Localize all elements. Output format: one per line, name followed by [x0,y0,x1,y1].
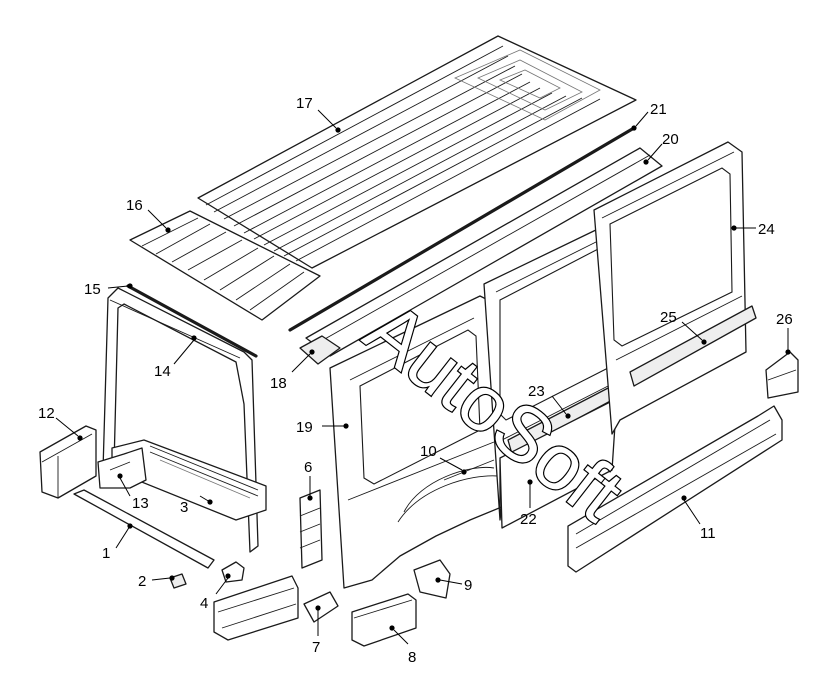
callout-label: 2 [138,573,146,590]
callout-26: 26 [776,311,793,355]
roof-drip-strip [288,126,636,332]
callout-25: 25 [660,309,707,345]
callout-label: 22 [520,511,537,528]
callout-3: 3 [180,495,213,516]
callout-4: 4 [200,573,231,612]
callout-label: 6 [304,459,312,476]
callout-label: 24 [758,221,775,238]
callout-label: 4 [200,595,208,612]
rear-sill-panel [111,439,267,521]
rear-cross-member [73,489,215,569]
callout-1: 1 [102,523,133,562]
callout-8: 8 [389,625,416,666]
callout-label: 9 [464,577,472,594]
step-plate [351,593,417,647]
bumper-corner [213,575,299,641]
callout-label: 11 [700,525,716,542]
callout-label: 10 [420,443,437,460]
callout-23: 23 [528,383,571,419]
callout-7: 7 [312,605,321,656]
rear-door-frame [102,287,259,553]
callout-22: 22 [520,479,537,528]
callout-10: 10 [420,443,467,475]
callout-19: 19 [296,419,349,436]
callout-14: 14 [154,335,197,380]
callout-label: 21 [650,101,667,118]
callout-6: 6 [304,459,313,501]
roof-panel [197,35,637,269]
callout-label: 23 [528,383,545,400]
callout-label: 7 [312,639,320,656]
rear-side-panel [593,141,747,435]
rear-corner-bracket [97,447,147,489]
callout-label: 20 [662,131,679,148]
mount-bracket [413,559,451,599]
callout-18: 18 [270,349,315,392]
rail-end-cap [299,335,341,365]
side-moulding-strip [629,305,757,387]
callout-21: 21 [631,101,667,131]
callout-label: 19 [296,419,313,436]
side-sill-panel [567,405,783,573]
callout-9: 9 [435,577,472,594]
callout-16: 16 [126,197,171,233]
callout-label: 17 [296,95,313,112]
rear-corner-cap [765,351,799,399]
callout-label: 14 [154,363,171,380]
callout-20: 20 [643,131,679,165]
callout-11: 11 [681,495,716,542]
arch-bracket [303,591,339,623]
callout-label: 3 [180,499,188,516]
rear-roof-section [129,210,321,321]
pillar-trim [299,489,323,569]
callout-label: 16 [126,197,143,214]
callout-12: 12 [38,405,83,441]
sliding-door-lower [499,399,617,529]
callout-label: 15 [84,281,101,298]
callout-label: 1 [102,545,110,562]
side-body-panel [329,295,505,589]
callout-label: 25 [660,309,677,326]
callout-label: 8 [408,649,416,666]
callout-2: 2 [138,573,175,590]
callout-label: 13 [132,495,149,512]
rear-lamp-housing [39,425,97,499]
callout-label: 12 [38,405,55,422]
callout-17: 17 [296,95,341,133]
callout-13: 13 [117,473,149,512]
callout-label: 26 [776,311,793,328]
callout-15: 15 [84,281,133,298]
rear-header-seal [126,284,258,358]
callout-24: 24 [731,221,775,238]
callout-label: 18 [270,375,287,392]
hinge-bracket [221,561,245,583]
